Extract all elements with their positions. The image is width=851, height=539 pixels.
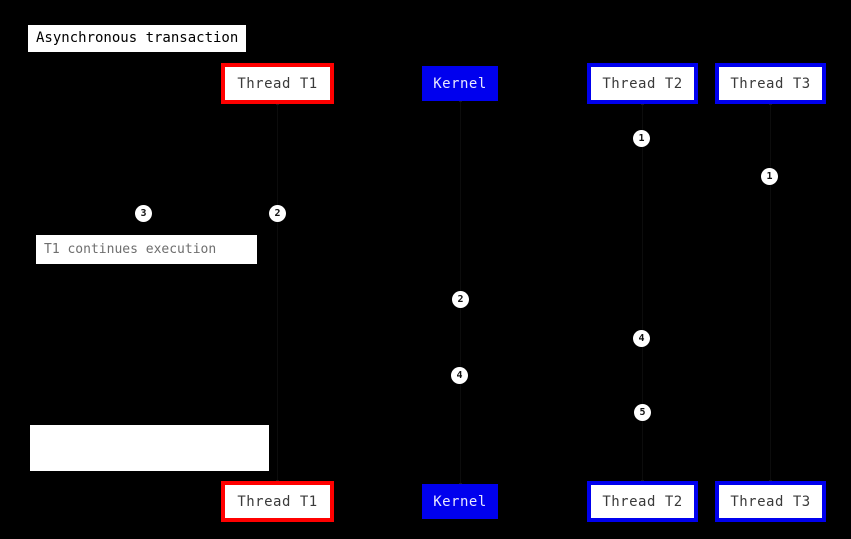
step-badge-2-kernel: 2 — [452, 291, 469, 308]
diagram-title-note: Asynchronous transaction — [28, 25, 247, 52]
participant-thread-t3-top[interactable]: Thread T3 — [715, 63, 826, 104]
participant-label: Thread T3 — [730, 75, 811, 92]
step-badge-2-thread-t1: 2 — [269, 205, 286, 222]
lifeline-thread-t1 — [277, 104, 278, 481]
step-badge-5-thread-t2: 5 — [634, 404, 651, 421]
lifeline-thread-t2 — [642, 104, 643, 481]
lifeline-thread-t3 — [770, 104, 771, 481]
participant-kernel-bottom[interactable]: Kernel — [422, 484, 498, 519]
participant-label: Thread T3 — [730, 493, 811, 510]
participant-label: Thread T1 — [237, 493, 318, 510]
step-badge-4-kernel: 4 — [451, 367, 468, 384]
participant-thread-t2-top[interactable]: Thread T2 — [587, 63, 698, 104]
note-t1-continues-execution: T1 continues execution — [36, 235, 257, 264]
participant-thread-t1-top[interactable]: Thread T1 — [221, 63, 334, 104]
participant-label: Thread T2 — [602, 493, 683, 510]
participant-thread-t3-bottom[interactable]: Thread T3 — [715, 481, 826, 522]
step-badge-1-thread-t2: 1 — [633, 130, 650, 147]
participant-label: Kernel — [433, 493, 487, 510]
step-badge-4-thread-t2: 4 — [633, 330, 650, 347]
participant-label: Thread T1 — [237, 75, 318, 92]
participant-kernel-top[interactable]: Kernel — [422, 66, 498, 101]
note-blank — [30, 425, 269, 471]
participant-label: Kernel — [433, 75, 487, 92]
step-badge-1-thread-t3: 1 — [761, 168, 778, 185]
participant-thread-t2-bottom[interactable]: Thread T2 — [587, 481, 698, 522]
participant-label: Thread T2 — [602, 75, 683, 92]
participant-thread-t1-bottom[interactable]: Thread T1 — [221, 481, 334, 522]
step-badge-3-thread-t1: 3 — [135, 205, 152, 222]
